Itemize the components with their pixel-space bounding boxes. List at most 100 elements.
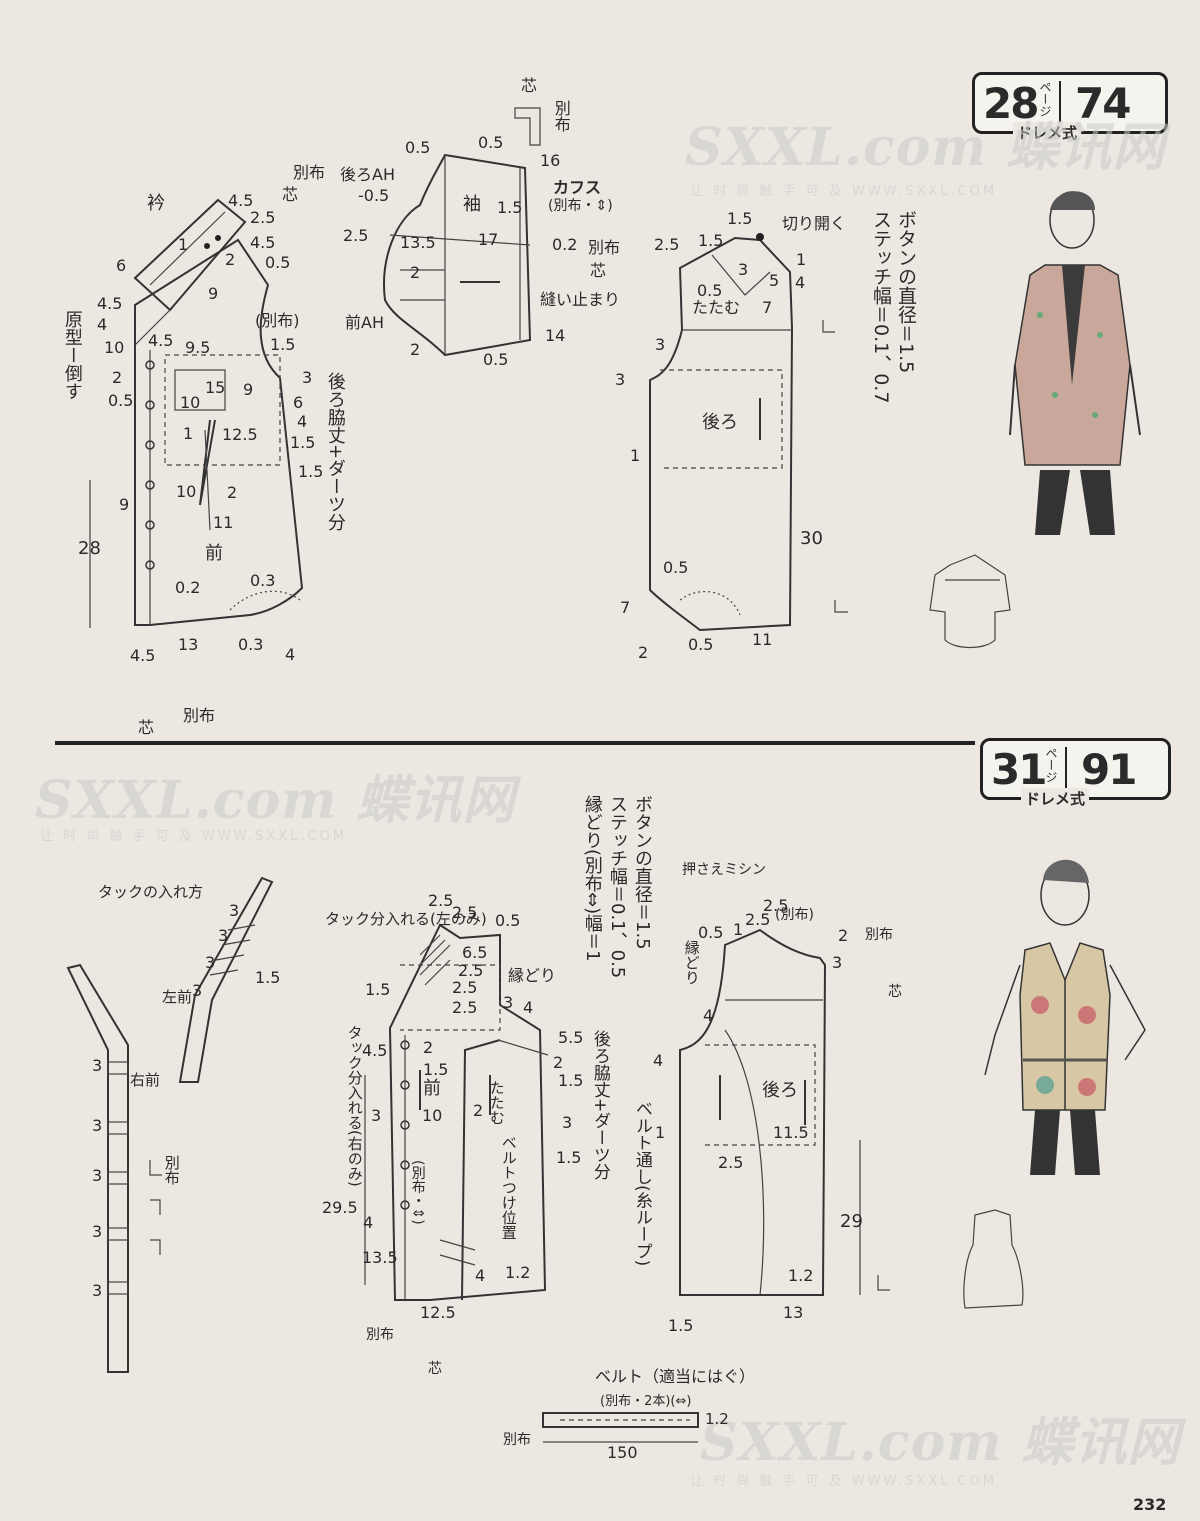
badge-page: 91 — [1081, 745, 1137, 794]
measure: 0.3 — [250, 571, 276, 590]
badge-kana: ページ — [1038, 81, 1052, 117]
measure: 3 — [218, 926, 229, 945]
stitch-width-note: ステッチ幅＝0.1、0.7 — [869, 210, 892, 404]
measure: 4.5 — [97, 294, 123, 313]
separate-fabric-label: 別布 — [865, 927, 893, 943]
measure: 16 — [540, 151, 561, 170]
measure: 4 — [653, 1051, 664, 1070]
cuffs-label: カフス — [553, 178, 602, 197]
measure: 7 — [620, 598, 631, 617]
belt-position-label: ベルトつけ位置 — [499, 1135, 518, 1240]
back-side-length-note: 後ろ脇丈+ダーツ分 — [324, 372, 346, 532]
stitch-stop-label: 縫い止まり — [540, 290, 621, 309]
back-bodice-bottom — [679, 928, 890, 1296]
interfacing-label: 芯 — [590, 261, 607, 280]
measure: 4.5 — [148, 331, 174, 350]
measure: 1 — [183, 424, 194, 443]
measure: 3 — [832, 953, 843, 972]
measure: 3 — [562, 1113, 573, 1132]
measure: 1 — [630, 446, 641, 465]
badge-separator — [1065, 747, 1067, 791]
badge-number: 28 — [983, 79, 1039, 128]
cuffs-sub-label: (別布・⇕) — [548, 198, 613, 214]
binding-label: 縁どり — [508, 966, 557, 985]
separate-fabric-label: 別布 — [503, 1432, 531, 1448]
measure: 0.5 — [108, 391, 134, 410]
separate-fabric-arrow-label: (別布・⇕) — [409, 1160, 426, 1225]
page-number: 232 — [1133, 1495, 1167, 1514]
measure: 2 — [423, 1038, 434, 1057]
interfacing-label: 芯 — [521, 76, 538, 95]
tuck-howto-label: タックの入れ方 — [98, 883, 204, 901]
measure: 11 — [752, 630, 773, 649]
measure: 17 — [478, 230, 499, 249]
measure: 11 — [213, 513, 234, 532]
measure: 6.5 — [462, 943, 488, 962]
tuck-right-note: タック分入れる(右のみ) — [345, 1025, 364, 1187]
measure: 2.5 — [654, 235, 680, 254]
left-front-label: 左前 — [162, 988, 193, 1006]
measure: 2 — [410, 340, 421, 359]
binding-width-note: 縁どり(別布⇔)幅＝1 — [581, 795, 603, 962]
separate-fabric-label: 別布 — [293, 163, 326, 182]
measure: 4 — [97, 315, 108, 334]
measure: 3 — [92, 1281, 103, 1300]
measure: 4.5 — [130, 646, 156, 665]
model-illustration-top — [1009, 191, 1141, 535]
measure: 10 — [104, 338, 125, 357]
measure: 15 — [205, 378, 226, 397]
badge-page: 74 — [1075, 79, 1131, 128]
watermark-logo: SXXL.com 蝶讯网 — [685, 117, 1166, 178]
measure: 2.5 — [458, 961, 484, 980]
page-badge-bottom: 31 ページ 91 ドレメ式 — [980, 738, 1171, 809]
collar-piece — [133, 198, 247, 312]
measure: 3 — [615, 370, 626, 389]
genkei-note: 原型ー倒す — [61, 310, 83, 400]
measure: 4.5 — [362, 1041, 388, 1060]
measure: 1.5 — [556, 1148, 582, 1167]
measure: 0.5 — [688, 635, 714, 654]
measure: 4 — [523, 998, 534, 1017]
measure: 2.5 — [745, 910, 771, 929]
back-label: 後ろ — [762, 1080, 798, 1101]
measure: 2 — [225, 250, 236, 269]
measure: 6 — [116, 256, 127, 275]
measure: 1.5 — [497, 198, 523, 217]
measure: 3 — [92, 1056, 103, 1075]
separate-fabric-paren-label: (別布) — [255, 311, 300, 330]
measure: 4.5 — [250, 233, 276, 252]
watermark-logo: SXXL.com 蝶讯网 — [35, 770, 516, 831]
vest-flat-sketch — [963, 1209, 1024, 1309]
measure: 10 — [176, 482, 197, 501]
belt-piece — [542, 1412, 699, 1443]
measure: 13 — [178, 635, 199, 654]
button-diameter-note: ボタンの直径＝1.5 — [894, 210, 917, 374]
measure: 0.2 — [552, 235, 578, 254]
measure: 2 — [638, 643, 649, 662]
sleeve-label: 袖 — [463, 194, 481, 215]
page-badge-top: 28 ページ 74 ドレメ式 — [972, 72, 1168, 143]
fold-label: たたむ — [692, 298, 741, 317]
measure: 1.5 — [698, 231, 724, 250]
interfacing-label: 芯 — [282, 185, 299, 204]
measure: 1.5 — [423, 1060, 449, 1079]
separate-fabric-label: 別布 — [183, 706, 216, 725]
measure: 3 — [503, 993, 514, 1012]
measure: 3 — [302, 368, 313, 387]
badge-number: 31 — [991, 745, 1047, 794]
stitch-width-note: ステッチ幅＝0.1、0.5 — [606, 795, 628, 979]
badge-separator — [1059, 81, 1061, 125]
measure: 1.5 — [727, 209, 753, 228]
measure: 4.5 — [228, 191, 254, 210]
measure: 0.5 — [483, 350, 509, 369]
measure: 9 — [243, 380, 254, 399]
interfacing-label: 芯 — [888, 984, 902, 1000]
measure: 9 — [119, 495, 130, 514]
measure: 3 — [92, 1116, 103, 1135]
measure: 2 — [227, 483, 238, 502]
measure: 2 — [553, 1053, 564, 1072]
front-armhole-label: 前AH — [345, 313, 384, 332]
measure: 12.5 — [420, 1303, 456, 1322]
measure: 0.5 — [663, 558, 689, 577]
